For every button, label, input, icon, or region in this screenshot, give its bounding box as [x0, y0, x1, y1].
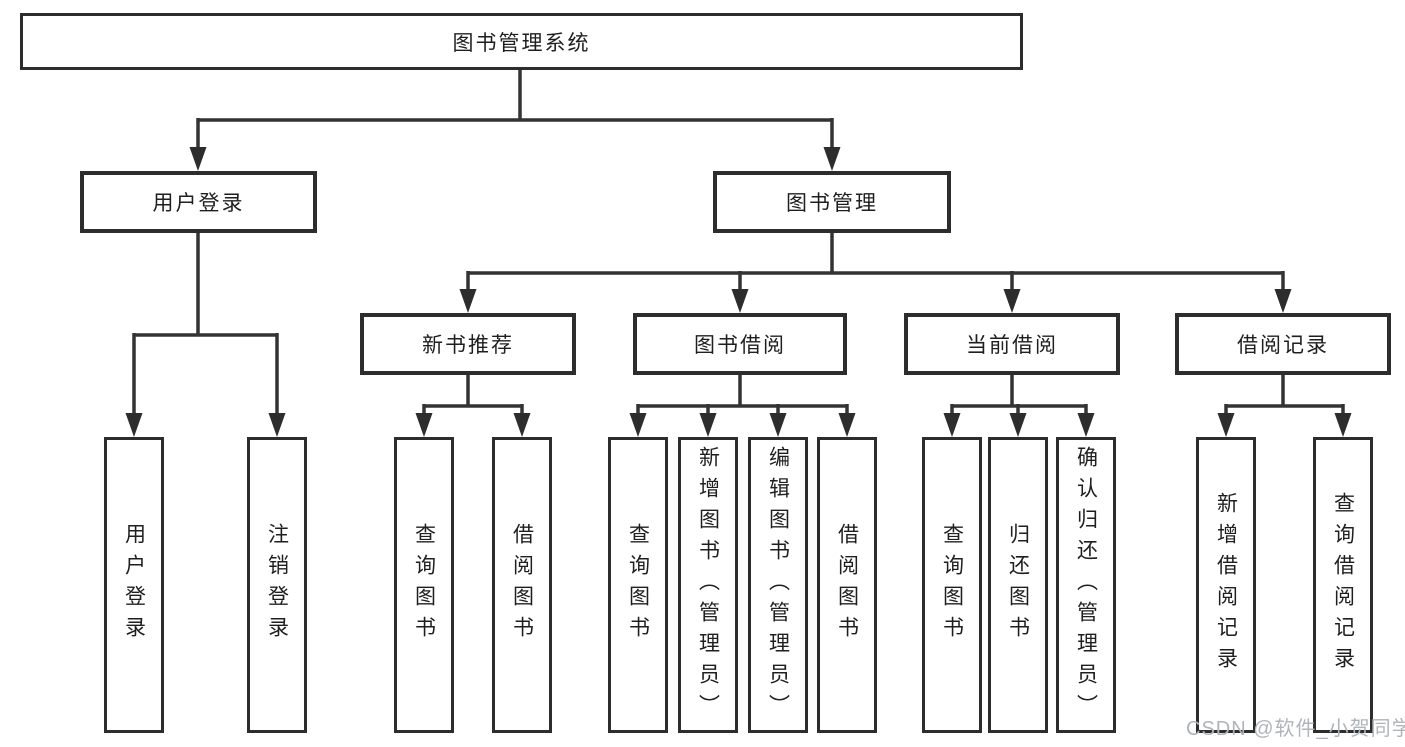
- arrow-down-icon: [125, 413, 143, 437]
- leaf-records-add-record: 新增借阅记录: [1196, 437, 1256, 733]
- node-new-book-recommend: 新书推荐: [360, 313, 576, 375]
- arrow-down-icon: [943, 413, 961, 437]
- arrow-down-icon: [731, 289, 749, 313]
- node-book-management: 图书管理: [713, 171, 951, 233]
- node-library-system: 图书管理系统: [20, 13, 1023, 70]
- arrow-down-icon: [1334, 413, 1352, 437]
- watermark-text: CSDN @软件_小贺同学: [1186, 718, 1405, 740]
- arrow-down-icon: [1009, 413, 1027, 437]
- arrow-down-icon: [629, 413, 647, 437]
- leaf-recommend-borrow-books: 借阅图书: [492, 437, 552, 733]
- connector-user-login-to-leaves: [132, 233, 279, 416]
- node-book-borrowing: 图书借阅: [633, 313, 847, 375]
- arrow-down-icon: [769, 413, 787, 437]
- leaf-borrow-borrow-books: 借阅图书: [817, 437, 877, 733]
- arrow-down-icon: [415, 413, 433, 437]
- connector-root-to-level2: [196, 68, 834, 150]
- connector-records-to-leaves: [1224, 375, 1345, 416]
- node-borrowing-records: 借阅记录: [1175, 313, 1391, 375]
- connector-current-to-leaves: [950, 375, 1088, 416]
- arrow-down-icon: [459, 289, 477, 313]
- leaf-borrow-query-books: 查询图书: [608, 437, 668, 733]
- arrow-down-icon: [1274, 289, 1292, 313]
- node-user-login: 用户登录: [80, 171, 317, 233]
- arrow-down-icon: [699, 413, 717, 437]
- leaf-current-return-books: 归还图书: [988, 437, 1048, 733]
- leaf-records-query-record: 查询借阅记录: [1313, 437, 1373, 733]
- arrow-down-icon: [189, 147, 207, 171]
- arrow-down-icon: [1003, 289, 1021, 313]
- arrow-down-icon: [838, 413, 856, 437]
- connector-book-management-to-level3: [466, 233, 1285, 292]
- leaf-borrow-edit-books-admin: 编辑图书（管理员）: [748, 437, 808, 733]
- connector-borrowing-to-leaves: [636, 375, 849, 416]
- leaf-current-query-books: 查询图书: [922, 437, 982, 733]
- arrow-down-icon: [513, 413, 531, 437]
- connector-recommend-to-leaves: [422, 375, 524, 416]
- leaf-current-confirm-return-admin: 确认归还（管理员）: [1056, 437, 1116, 733]
- leaf-user-login: 用户登录: [104, 437, 164, 733]
- node-current-borrowing: 当前借阅: [904, 313, 1120, 375]
- arrowheads: [125, 147, 1352, 437]
- arrow-down-icon: [268, 413, 286, 437]
- arrow-down-icon: [823, 147, 841, 171]
- leaf-recommend-query-books: 查询图书: [394, 437, 454, 733]
- arrow-down-icon: [1077, 413, 1095, 437]
- leaf-borrow-add-books-admin: 新增图书（管理员）: [678, 437, 738, 733]
- leaf-logout-login: 注销登录: [247, 437, 307, 733]
- arrow-down-icon: [1217, 413, 1235, 437]
